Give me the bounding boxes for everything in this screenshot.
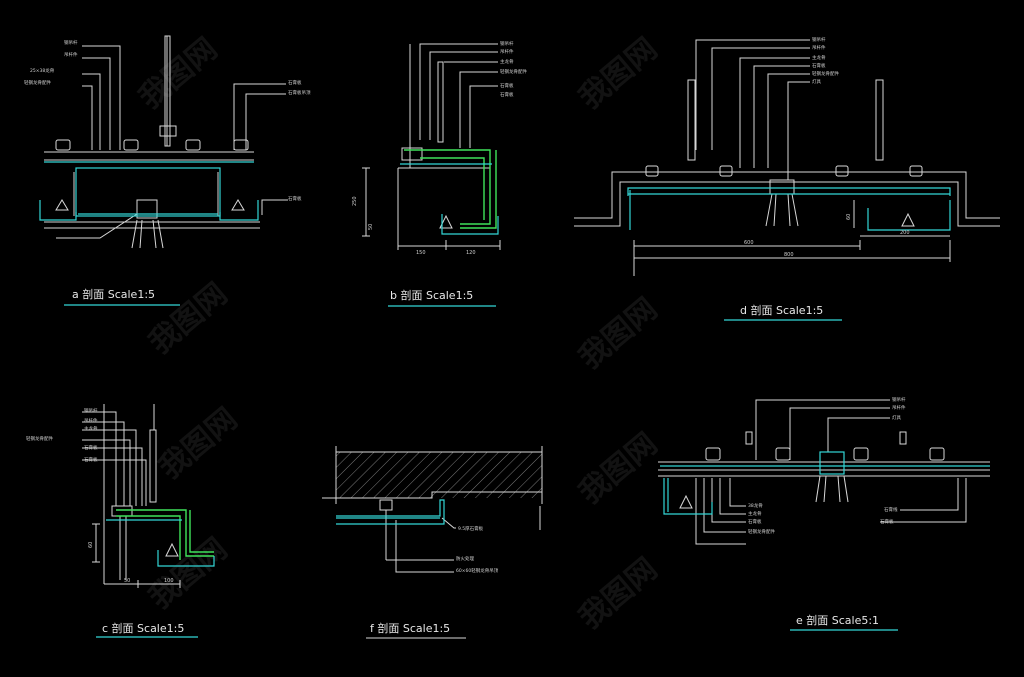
watermark: 我图网 bbox=[573, 551, 664, 636]
dimension: 800 bbox=[784, 252, 794, 258]
note: 石膏板 bbox=[84, 456, 98, 463]
note: 钢吊杆 bbox=[84, 407, 98, 414]
note: 石膏板 bbox=[288, 195, 302, 202]
detail-title: d 剖面 Scale1:5 bbox=[740, 303, 823, 317]
note: 轻钢龙骨配件 bbox=[748, 528, 775, 535]
detail-title: a 剖面 Scale1:5 bbox=[72, 287, 155, 301]
note: 石膏板 bbox=[500, 82, 514, 89]
dimension: 60 bbox=[88, 542, 94, 548]
note: 轻钢龙骨配件 bbox=[24, 79, 51, 86]
watermark-layer: 我图网 我图网 我图网 我图网 我图网 我图网 我图网 我图网 bbox=[133, 31, 664, 636]
note: 吊杆件 bbox=[84, 417, 98, 424]
note: 石膏板 bbox=[84, 444, 98, 451]
note: 吊杆件 bbox=[64, 51, 78, 58]
detail-e: 钢吊杆 吊杆件 灯具 38龙骨 主龙骨 石膏板 轻钢龙骨配件 石膏线 石膏板 e… bbox=[658, 396, 990, 631]
detail-title: e 剖面 Scale5:1 bbox=[796, 613, 879, 627]
note: 石膏线 bbox=[884, 506, 898, 513]
note: 石膏板 bbox=[288, 79, 302, 86]
dimension: 250 bbox=[352, 196, 358, 206]
detail-f: 9.5厚石膏板 防火处理 60×60轻钢龙骨吊顶 f 剖面 Scale1:5 bbox=[322, 446, 543, 639]
note: 吊杆件 bbox=[892, 404, 906, 411]
note: 石膏板吊顶 bbox=[288, 89, 311, 96]
note: 主龙骨 bbox=[500, 58, 514, 65]
detail-title: b 剖面 Scale1:5 bbox=[390, 288, 473, 302]
note: 主龙骨 bbox=[812, 54, 826, 61]
note: 60×60轻钢龙骨吊顶 bbox=[456, 567, 499, 574]
detail-title: c 剖面 Scale1:5 bbox=[102, 621, 184, 635]
note: 石膏板 bbox=[500, 91, 514, 98]
note: 吊杆件 bbox=[812, 44, 826, 51]
watermark: 我图网 bbox=[143, 276, 234, 361]
watermark: 我图网 bbox=[573, 31, 664, 116]
note: 钢吊杆 bbox=[812, 36, 826, 43]
detail-title: f 剖面 Scale1:5 bbox=[370, 621, 450, 635]
watermark: 我图网 bbox=[573, 291, 664, 376]
dimension: 150 bbox=[416, 250, 426, 256]
watermark: 我图网 bbox=[153, 401, 244, 486]
note: 轻钢龙骨配件 bbox=[500, 68, 527, 75]
watermark: 我图网 bbox=[143, 531, 234, 616]
detail-d: 钢吊杆 吊杆件 主龙骨 石膏板 轻钢龙骨配件 灯具 600 800 200 60… bbox=[574, 36, 1000, 321]
note: 石膏板 bbox=[812, 62, 826, 69]
dimension: 120 bbox=[466, 250, 476, 256]
dimension: 50 bbox=[124, 578, 130, 584]
note: 灯具 bbox=[812, 78, 821, 85]
note: 防火处理 bbox=[456, 555, 474, 562]
note: 主龙骨 bbox=[748, 510, 762, 517]
dimension: 200 bbox=[900, 230, 910, 236]
note: 25×38龙骨 bbox=[30, 67, 55, 74]
watermark: 我图网 bbox=[133, 31, 224, 116]
detail-c: 钢吊杆 吊杆件 主龙骨 轻钢龙骨配件 石膏板 石膏板 50 100 60 c 剖… bbox=[26, 404, 215, 638]
dimension: 600 bbox=[744, 240, 754, 246]
note: 钢吊杆 bbox=[500, 40, 514, 47]
dimension: 100 bbox=[164, 578, 174, 584]
note: 轻钢龙骨配件 bbox=[812, 70, 839, 77]
watermark: 我图网 bbox=[573, 426, 664, 511]
note: 灯具 bbox=[892, 414, 901, 421]
note: 38龙骨 bbox=[748, 502, 763, 509]
dimension: 60 bbox=[846, 214, 852, 220]
detail-b: 钢吊杆 吊杆件 主龙骨 轻钢龙骨配件 石膏板 石膏板 250 150 120 5… bbox=[352, 40, 527, 307]
detail-a: 钢吊杆 吊杆件 25×38龙骨 轻钢龙骨配件 石膏板 石膏板吊顶 石膏板 a 剖… bbox=[24, 35, 311, 306]
note: 石膏板 bbox=[880, 518, 894, 525]
dimension: 50 bbox=[368, 224, 374, 230]
note: 轻钢龙骨配件 bbox=[26, 435, 53, 442]
note: 9.5厚石膏板 bbox=[458, 525, 484, 532]
note: 钢吊杆 bbox=[892, 396, 906, 403]
note: 石膏板 bbox=[748, 518, 762, 525]
note: 吊杆件 bbox=[500, 48, 514, 55]
note: 主龙骨 bbox=[84, 425, 98, 432]
note: 钢吊杆 bbox=[64, 39, 78, 46]
